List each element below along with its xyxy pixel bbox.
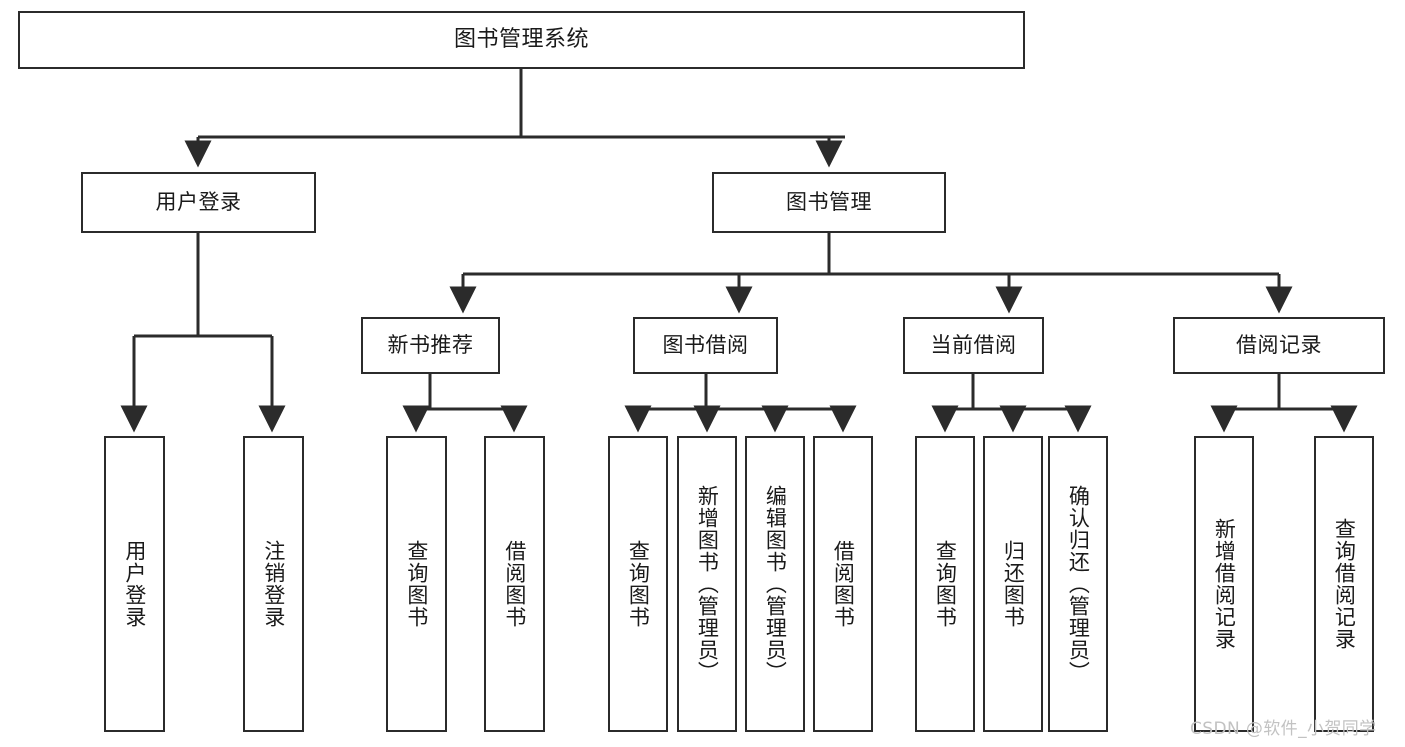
node-label: 归还图书: [1001, 540, 1026, 628]
node-label: 新书推荐: [387, 332, 474, 357]
node-current-borrow[interactable]: 当前借阅: [903, 317, 1044, 374]
leaf-query-book-current[interactable]: 查询图书: [915, 436, 975, 732]
leaf-query-book-recommend[interactable]: 查询图书: [386, 436, 447, 732]
node-new-book-recommend[interactable]: 新书推荐: [361, 317, 500, 374]
node-label: 新增图书（管理员）: [695, 485, 720, 683]
node-borrow-record[interactable]: 借阅记录: [1173, 317, 1385, 374]
node-label: 注销登录: [261, 540, 286, 628]
node-label: 查询图书: [933, 540, 958, 628]
leaf-borrow-book-recommend[interactable]: 借阅图书: [484, 436, 545, 732]
node-label: 借阅图书: [831, 540, 856, 628]
node-label: 编辑图书（管理员）: [763, 485, 788, 683]
leaf-query-borrow-record[interactable]: 查询借阅记录: [1314, 436, 1374, 732]
node-label: 查询图书: [626, 540, 651, 628]
node-label: 图书管理系统: [453, 26, 589, 52]
node-user-login[interactable]: 用户登录: [81, 172, 316, 233]
node-label: 查询借阅记录: [1332, 518, 1357, 650]
node-label: 借阅记录: [1236, 332, 1322, 357]
leaf-edit-book-admin[interactable]: 编辑图书（管理员）: [745, 436, 805, 732]
leaf-query-book-borrow[interactable]: 查询图书: [608, 436, 668, 732]
node-label: 当前借阅: [930, 332, 1017, 357]
leaf-user-login[interactable]: 用户登录: [104, 436, 165, 732]
node-label: 确认归还（管理员）: [1066, 485, 1091, 683]
node-label: 用户登录: [155, 189, 242, 214]
csdn-watermark: CSDN @软件_小贺同学: [1190, 719, 1377, 739]
leaf-return-book[interactable]: 归还图书: [983, 436, 1043, 732]
leaf-borrow-book[interactable]: 借阅图书: [813, 436, 873, 732]
node-label: 借阅图书: [502, 540, 527, 628]
node-book-borrow[interactable]: 图书借阅: [633, 317, 778, 374]
leaf-add-book-admin[interactable]: 新增图书（管理员）: [677, 436, 737, 732]
node-root-system[interactable]: 图书管理系统: [18, 11, 1025, 69]
node-label: 图书管理: [786, 189, 872, 214]
node-label: 新增借阅记录: [1212, 518, 1237, 650]
leaf-confirm-return-admin[interactable]: 确认归还（管理员）: [1048, 436, 1108, 732]
leaf-logout-login[interactable]: 注销登录: [243, 436, 304, 732]
node-label: 用户登录: [122, 540, 147, 628]
node-book-management[interactable]: 图书管理: [712, 172, 946, 233]
node-label: 查询图书: [404, 540, 429, 628]
node-label: 图书借阅: [662, 332, 749, 357]
leaf-add-borrow-record[interactable]: 新增借阅记录: [1194, 436, 1254, 732]
